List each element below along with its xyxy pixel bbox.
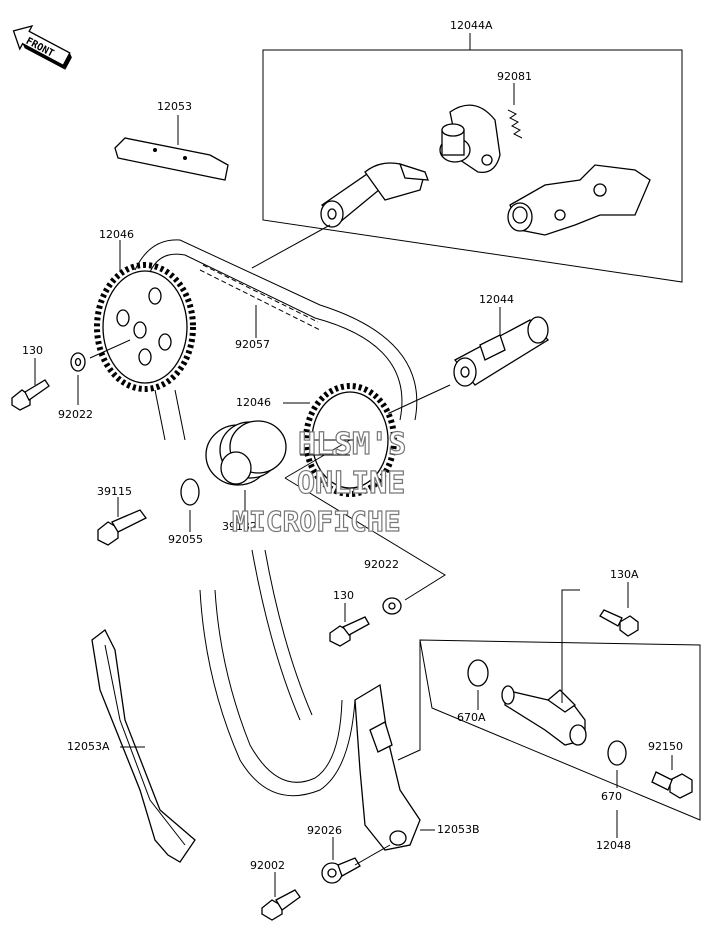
spring-92081 — [507, 109, 523, 139]
camshaft-12044A — [320, 162, 429, 228]
label-670A: 670A — [457, 711, 486, 724]
label-12046-upper: 12046 — [99, 228, 134, 241]
assembly-box-12048 — [419, 639, 701, 821]
watermark-line1: HLSM'S — [297, 426, 407, 462]
bolt-130-center — [329, 616, 370, 647]
label-12048: 12048 — [596, 839, 631, 852]
label-92081: 92081 — [497, 70, 532, 83]
o-ring-670A — [467, 659, 489, 687]
label-12053: 12053 — [157, 100, 192, 113]
label-12044: 12044 — [479, 293, 514, 306]
bolt-130A — [599, 609, 639, 637]
watermark-line2: ONLINE — [296, 465, 406, 501]
label-12053A: 12053A — [67, 740, 110, 753]
label-39132: 39132 — [222, 520, 257, 533]
label-12046-lower: 12046 — [236, 396, 271, 409]
label-12053B: 12053B — [437, 823, 480, 836]
timing-chain-92057 — [134, 239, 418, 797]
chain-tensioner-12048 — [501, 685, 587, 746]
chain-guide-12053A — [91, 629, 196, 863]
label-12044A: 12044A — [450, 19, 493, 32]
label-92022-right: 92022 — [364, 558, 399, 571]
decompressor-arm — [507, 164, 651, 236]
chain-guide-12053B — [354, 683, 421, 851]
label-92026: 92026 — [307, 824, 342, 837]
bolt-39115 — [97, 509, 147, 546]
label-92002: 92002 — [250, 859, 285, 872]
label-92150: 92150 — [648, 740, 683, 753]
washer-92022-right — [382, 597, 402, 615]
washer-92022-left — [70, 352, 86, 372]
label-670: 670 — [601, 790, 622, 803]
label-130A: 130A — [610, 568, 639, 581]
bolt-130-left — [11, 379, 50, 411]
washer-92026 — [321, 857, 361, 884]
assembly-box-12044A — [262, 49, 683, 283]
decompressor-weight — [439, 104, 501, 174]
bolt-92150 — [651, 771, 693, 799]
label-39115: 39115 — [97, 485, 132, 498]
label-130-left: 130 — [22, 344, 43, 357]
label-130-center: 130 — [333, 589, 354, 602]
o-ring-670 — [607, 740, 627, 766]
sprocket-12046-upper — [94, 262, 196, 392]
label-92055: 92055 — [168, 533, 203, 546]
watermark-line3: MICROFICHE — [231, 504, 401, 538]
chain-guide-12053 — [114, 137, 229, 181]
label-92022-left: 92022 — [58, 408, 93, 421]
label-92057: 92057 — [235, 338, 270, 351]
bolt-92002 — [261, 889, 301, 921]
front-arrow-icon — [12, 24, 72, 70]
o-ring-92055 — [180, 478, 200, 506]
camshaft-12044 — [453, 316, 550, 387]
